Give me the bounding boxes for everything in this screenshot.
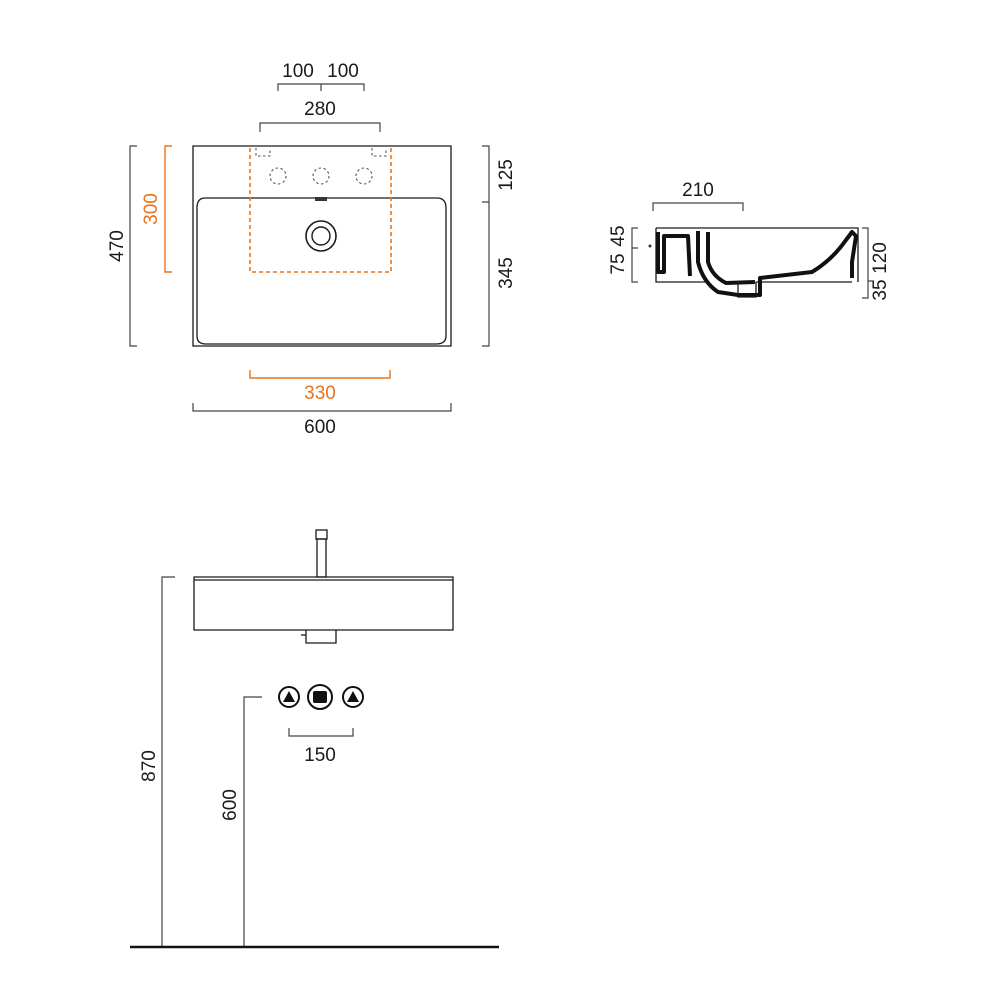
label-deck-depth: 125 [496, 159, 517, 191]
dim-overall-width [192, 403, 452, 412]
front-view: 150 870 600 [130, 529, 499, 949]
dim-offset [652, 202, 744, 211]
label-supply-height: 600 [220, 789, 241, 821]
section-drain [737, 282, 757, 298]
label-tap-zone-width: 280 [304, 99, 336, 120]
dim-bowl-width [249, 370, 391, 379]
dim-hole-spacing [277, 83, 365, 91]
triangle-icon-right [347, 691, 359, 702]
label-deck-height: 45 [608, 225, 629, 246]
supply-symbols [278, 684, 364, 710]
label-overall-width: 600 [304, 417, 336, 438]
dim-tap-zone-depth [164, 145, 172, 273]
dim-supply-height [243, 696, 262, 947]
section-inner-wall [706, 232, 756, 285]
label-tap-zone-depth: 300 [141, 193, 162, 225]
overflow-mark [648, 244, 652, 248]
label-overall-height: 120 [870, 242, 891, 274]
bracket-right [371, 148, 387, 157]
faucet-body [316, 538, 327, 578]
label-supply-spacing: 150 [304, 745, 336, 766]
bracket-left [255, 148, 271, 157]
tap-hole-center [312, 167, 330, 185]
tap-hole-left [269, 167, 287, 185]
bowl-outline [196, 197, 447, 345]
waste-outlet-icon [307, 684, 333, 710]
label-hole-spacing-left: 100 [282, 61, 314, 82]
label-rim-height: 870 [139, 750, 160, 782]
label-offset: 210 [682, 180, 714, 201]
label-overall-depth: 470 [107, 230, 128, 262]
label-hole-spacing-right: 100 [327, 61, 359, 82]
label-bowl-width: 330 [304, 383, 336, 404]
label-bowl-depth: 345 [496, 257, 517, 289]
label-base-height: 35 [870, 279, 891, 300]
drain-outer [305, 220, 337, 252]
basin-outline-top [192, 145, 452, 347]
dim-supply-spacing [288, 728, 354, 737]
section-front-wall [696, 230, 858, 297]
square-icon [313, 691, 327, 703]
drain-inner [311, 226, 331, 246]
label-inner-height: 75 [608, 253, 629, 274]
section-deck-wall [656, 232, 692, 277]
dim-overall-depth [129, 145, 137, 347]
triangle-icon-left [283, 691, 295, 702]
tap-hole-right [355, 167, 373, 185]
dim-right-depths [482, 145, 490, 347]
dim-right-heights [862, 227, 874, 299]
tap-zone-outline [249, 148, 392, 273]
supply-left-icon [278, 686, 300, 708]
dim-tap-zone-width [259, 122, 381, 132]
waste-trap [305, 630, 337, 644]
overflow-slot [315, 197, 327, 201]
supply-right-icon [342, 686, 364, 708]
dim-rim-height [161, 576, 175, 947]
top-view: 100 100 280 470 300 125 345 330 600 [107, 61, 517, 438]
section-view: 210 45 75 120 35 [608, 180, 891, 301]
section-outline [655, 227, 859, 283]
basin-front [193, 576, 454, 631]
dim-left-heights [631, 227, 638, 283]
faucet-top [315, 529, 328, 540]
